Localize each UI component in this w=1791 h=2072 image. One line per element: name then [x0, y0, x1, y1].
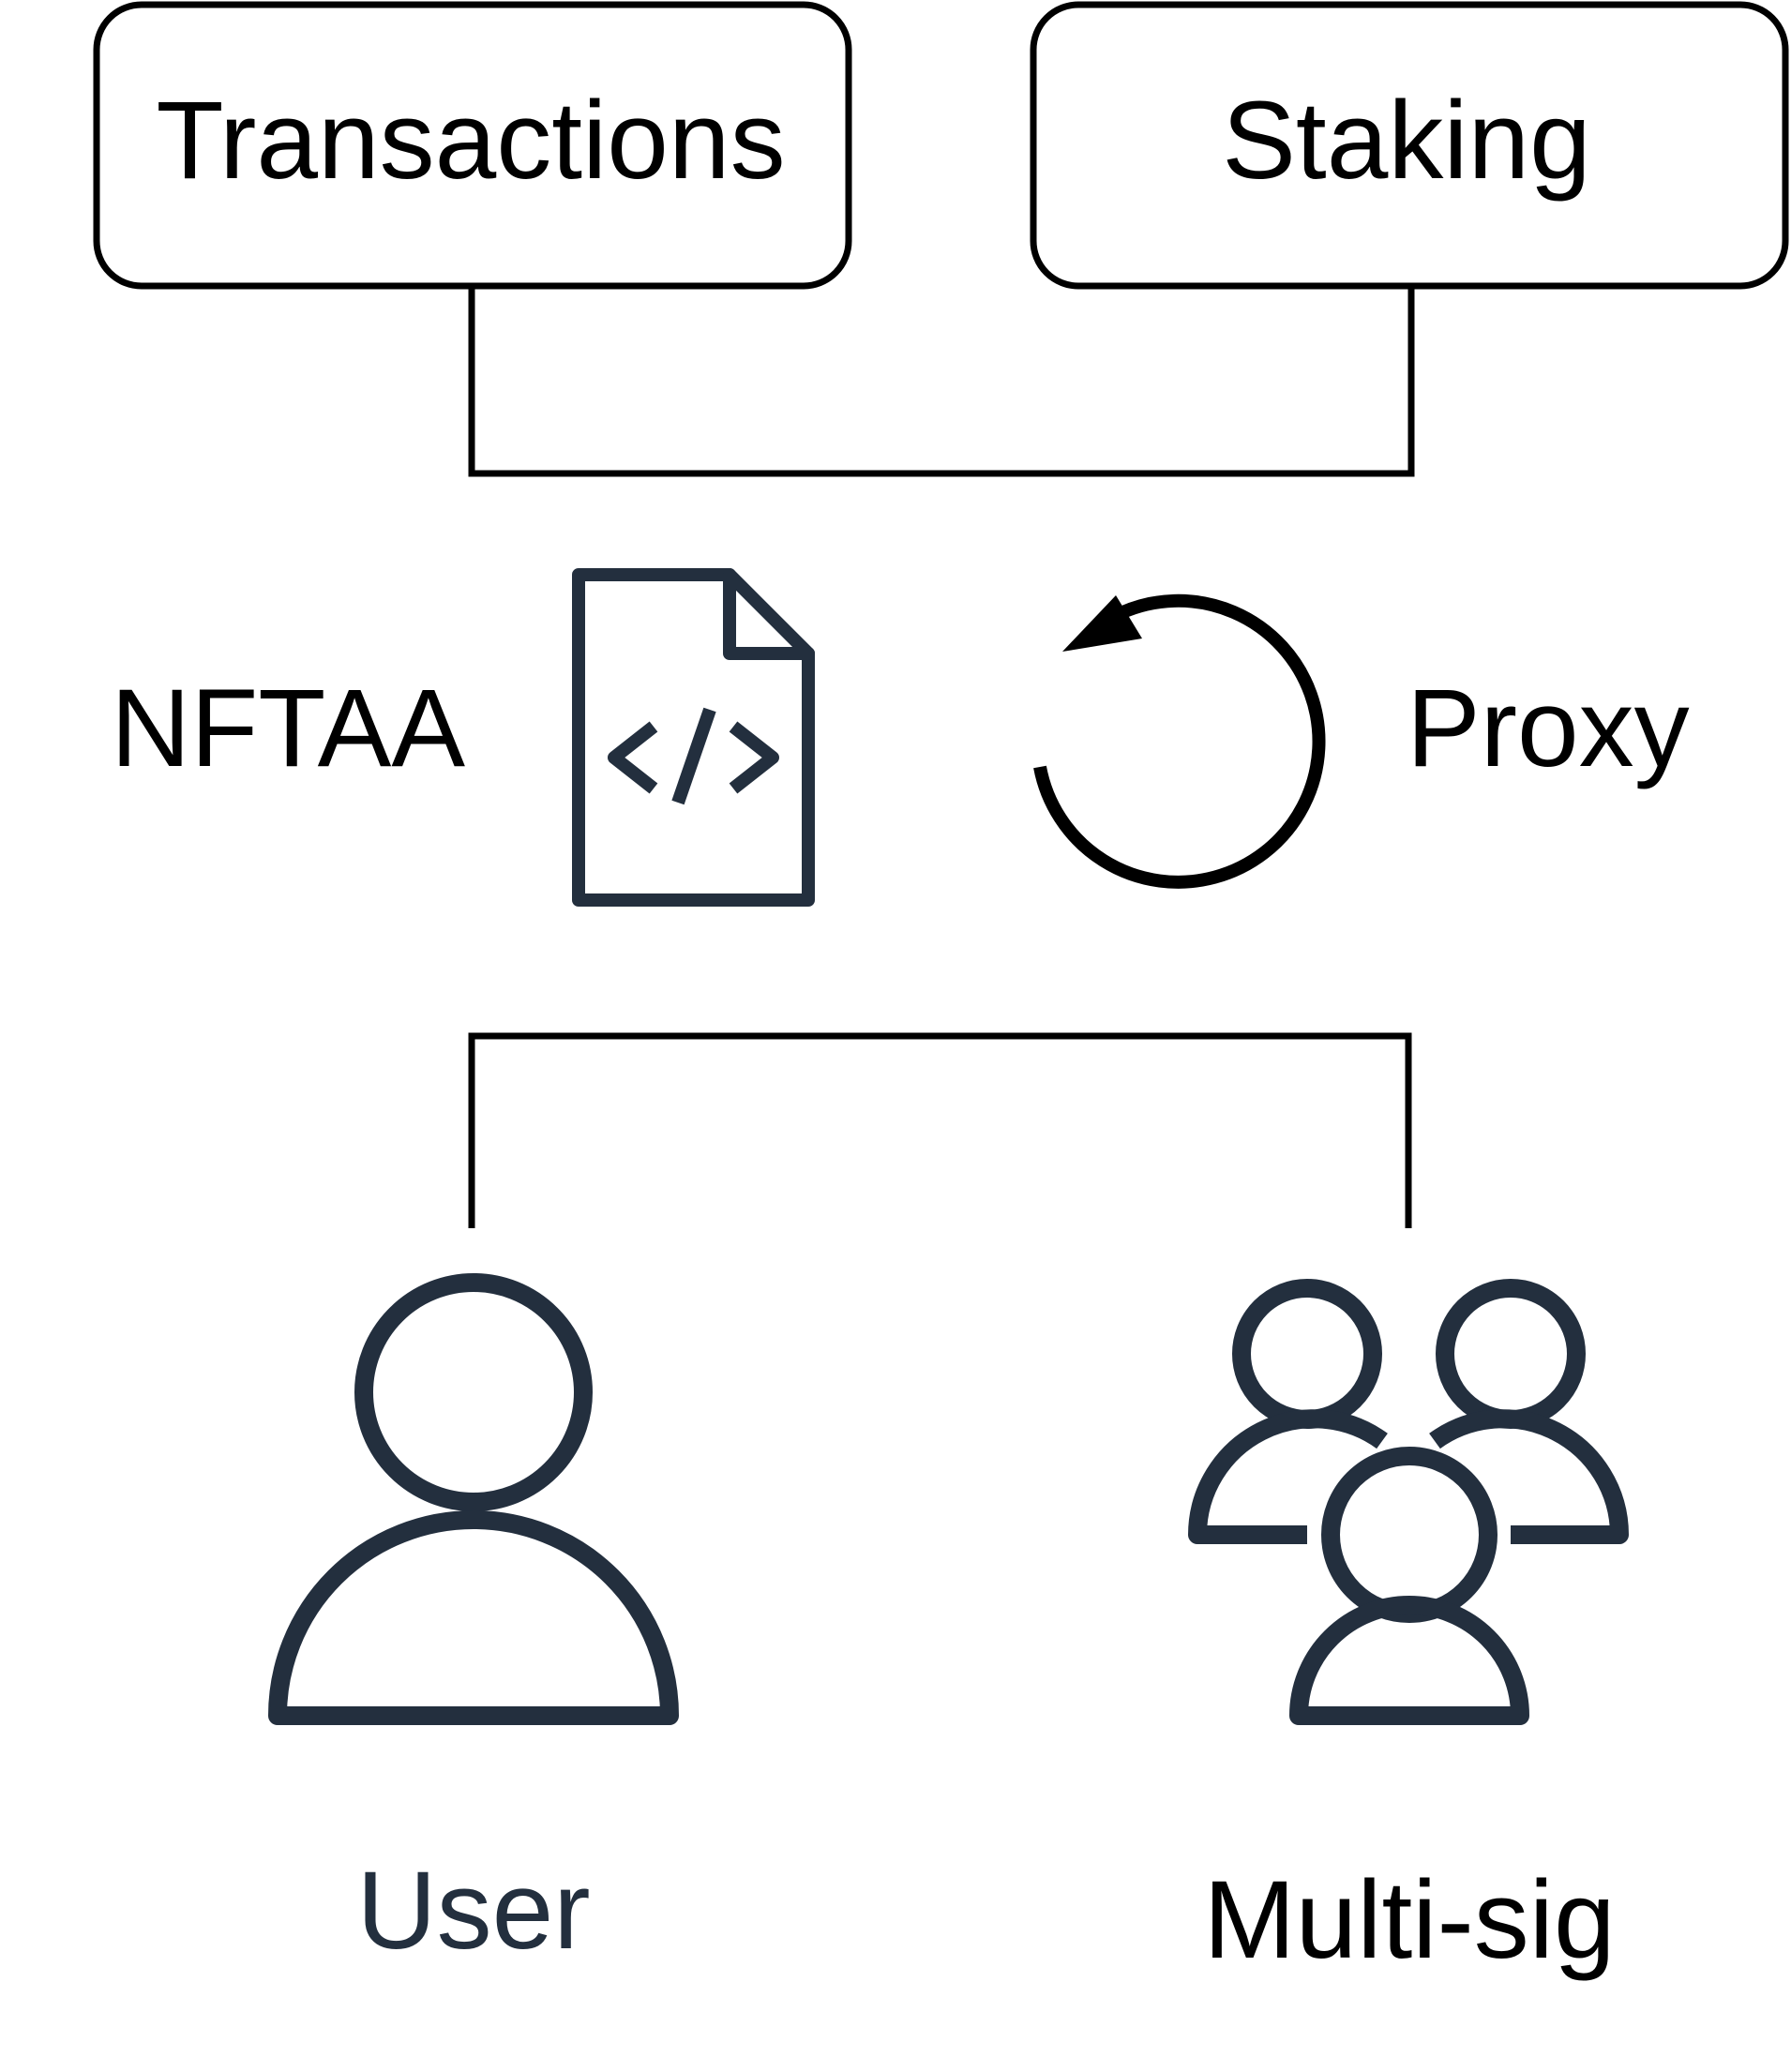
user-group-icon [1188, 1279, 1629, 1725]
transactions-node: Transactions [93, 1, 852, 290]
user-icon [268, 1273, 679, 1725]
bottom-connector-line [468, 1032, 1412, 1228]
top-connector-line [468, 286, 1415, 477]
refresh-arrow-icon [1033, 593, 1326, 889]
nftaa-label: NFTAA [111, 667, 465, 790]
user-label: User [356, 1849, 590, 1973]
staking-node: Staking [1030, 1, 1789, 290]
staking-label: Staking [1222, 79, 1591, 203]
transactions-label: Transactions [156, 79, 785, 203]
multisig-label: Multi-sig [1203, 1858, 1615, 1982]
proxy-label: Proxy [1407, 667, 1690, 790]
code-file-icon [572, 568, 815, 907]
